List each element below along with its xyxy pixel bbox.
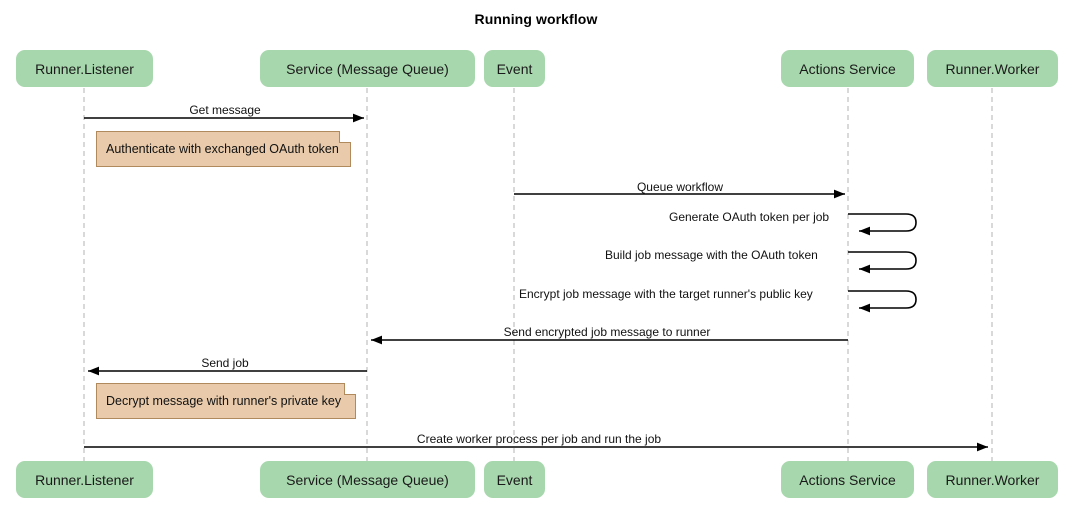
arrow-generate-oauth-token	[848, 213, 917, 236]
message-arrows	[84, 113, 988, 452]
participant-event-bottom[interactable]: Event	[484, 461, 545, 498]
arrow-build-job-message	[848, 251, 917, 274]
note-decrypt: Decrypt message with runner's private ke…	[96, 383, 356, 419]
participant-label: Runner.Worker	[945, 60, 1040, 77]
participant-label: Runner.Listener	[35, 60, 134, 77]
participant-label: Service (Message Queue)	[286, 60, 449, 77]
participant-label: Event	[496, 471, 533, 488]
participant-runner-listener-bottom[interactable]: Runner.Listener	[16, 461, 153, 498]
participant-label: Event	[496, 60, 533, 77]
message-label-create-worker-process: Create worker process per job and run th…	[416, 432, 662, 446]
participant-event-top[interactable]: Event	[484, 50, 545, 87]
participant-label: Actions Service	[799, 471, 896, 488]
message-label-send-job: Send job	[201, 356, 249, 370]
note-text: Decrypt message with runner's private ke…	[106, 394, 342, 408]
participant-label: Service (Message Queue)	[286, 471, 449, 488]
participant-label: Runner.Listener	[35, 471, 134, 488]
participant-service-message-queue-bottom[interactable]: Service (Message Queue)	[260, 461, 475, 498]
participant-runner-worker-bottom[interactable]: Runner.Worker	[927, 461, 1058, 498]
note-fold-corner-icon	[344, 383, 356, 395]
participant-label: Runner.Worker	[945, 471, 1040, 488]
message-label-generate-oauth-token: Generate OAuth token per job	[669, 210, 830, 224]
participant-runner-listener-top[interactable]: Runner.Listener	[16, 50, 153, 87]
message-label-encrypt-job-message: Encrypt job message with the target runn…	[519, 287, 813, 301]
arrow-encrypt-job-message	[848, 290, 917, 313]
participant-actions-service-top[interactable]: Actions Service	[781, 50, 914, 87]
message-label-get-message: Get message	[189, 103, 261, 117]
message-label-send-encrypted-job: Send encrypted job message to runner	[503, 325, 711, 339]
page-title: Running workflow	[474, 11, 598, 27]
note-authenticate: Authenticate with exchanged OAuth token	[96, 131, 351, 167]
participant-runner-worker-top[interactable]: Runner.Worker	[927, 50, 1058, 87]
message-label-build-job-message: Build job message with the OAuth token	[605, 248, 818, 262]
participant-actions-service-bottom[interactable]: Actions Service	[781, 461, 914, 498]
message-label-queue-workflow: Queue workflow	[636, 180, 724, 194]
note-text: Authenticate with exchanged OAuth token	[106, 142, 339, 156]
note-fold-corner-icon	[339, 131, 351, 143]
participant-service-message-queue-top[interactable]: Service (Message Queue)	[260, 50, 475, 87]
lifelines	[83, 88, 993, 461]
participant-label: Actions Service	[799, 60, 896, 77]
